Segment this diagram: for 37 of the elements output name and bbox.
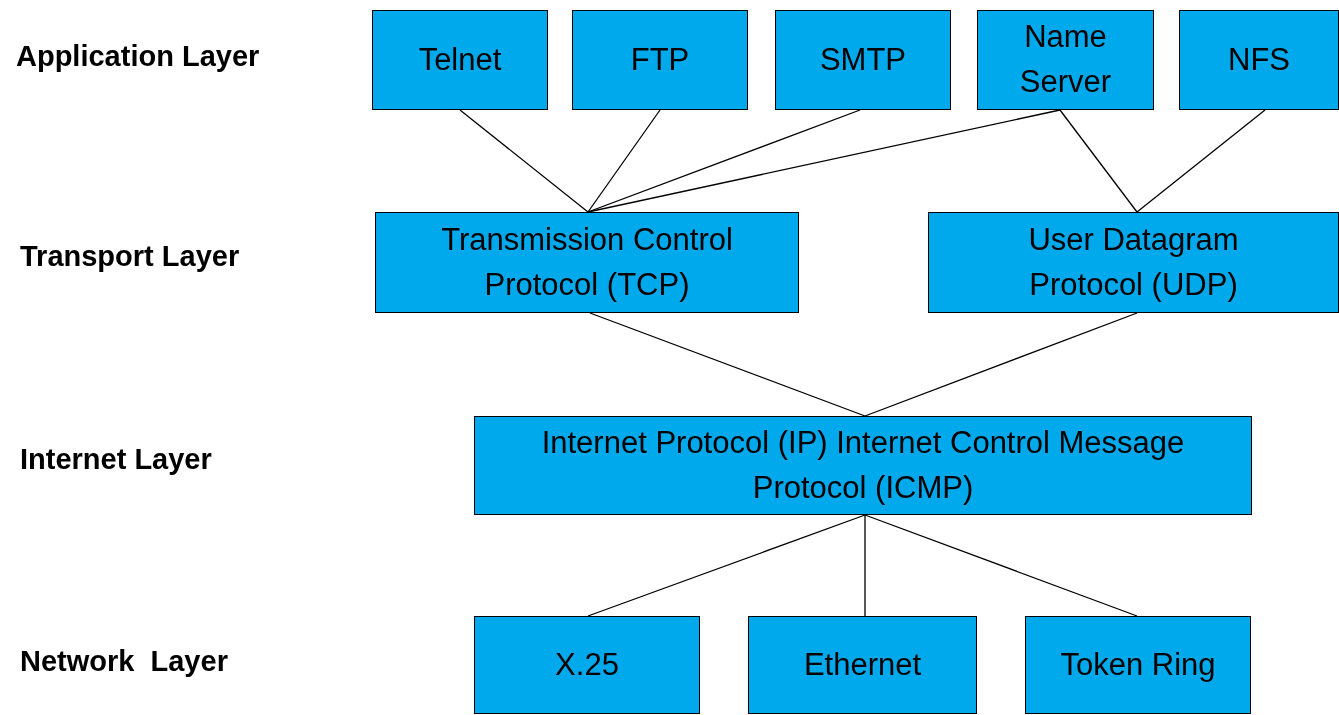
box-label: FTP [630, 40, 690, 79]
connector-line [864, 514, 1138, 617]
layer-label: Internet Layer [20, 443, 212, 476]
connector-line [459, 109, 589, 213]
protocol-box [372, 10, 548, 110]
protocol-box [775, 10, 951, 110]
connector-line [1059, 109, 1138, 213]
protocol-box [748, 616, 977, 714]
protocol-box [1179, 10, 1339, 110]
layer-label: Transport Layer [20, 240, 240, 273]
box-label: X.25 [555, 645, 619, 684]
box-label: SMTP [819, 40, 907, 79]
box-label: User Datagram Protocol (UDP) [1027, 220, 1240, 304]
box-label: NFS [1228, 40, 1290, 79]
connector-line [587, 109, 861, 213]
connector-line [587, 109, 661, 213]
connector-line [864, 312, 1138, 417]
protocol-box [572, 10, 748, 110]
protocol-box [375, 212, 799, 313]
protocol-box [928, 212, 1339, 313]
layer-label: Network Layer [20, 645, 228, 678]
connector-line [587, 109, 1061, 213]
box-label: Internet Protocol (IP) Internet Control Message Protocol (ICMP) [540, 423, 1186, 507]
protocol-box [1025, 616, 1251, 714]
connector-line [589, 312, 866, 417]
box-label: Name Server [1018, 18, 1113, 101]
layer-label: Application Layer [16, 40, 260, 73]
connector-line [864, 514, 866, 617]
protocol-box [977, 10, 1154, 110]
protocol-box [474, 416, 1252, 515]
box-label: Token Ring [1060, 645, 1216, 684]
connector-line [1136, 109, 1266, 213]
box-label: Transmission Control Protocol (TCP) [440, 220, 734, 304]
box-label: Ethernet [803, 645, 922, 684]
box-label: Telnet [418, 40, 502, 79]
protocol-box [474, 616, 700, 714]
connector-line [587, 514, 866, 617]
